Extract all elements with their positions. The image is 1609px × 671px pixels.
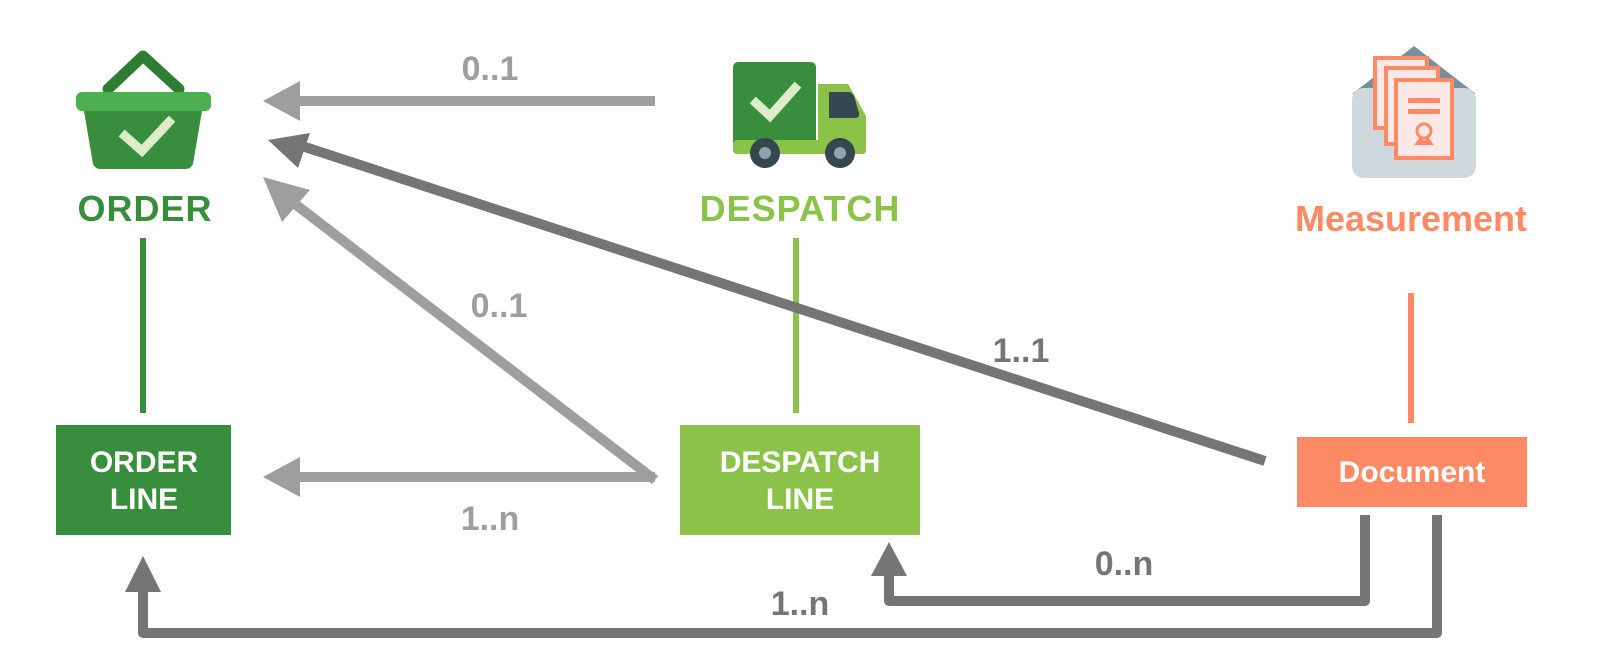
order-title: ORDER — [77, 188, 212, 229]
cardinality-document-to-order-line: 1..n — [771, 585, 830, 623]
certificate-envelope-icon — [1352, 46, 1476, 178]
cardinality-despatch-to-order: 0..1 — [462, 50, 519, 88]
cardinality-document-to-despatch-line: 0..n — [1095, 545, 1154, 583]
order-line-label-line1: ORDER — [90, 446, 199, 479]
despatch-line-to-order-arrow — [263, 177, 659, 484]
measurement-title: Measurement — [1295, 198, 1527, 239]
despatch-line-to-order-line-arrow — [263, 457, 655, 497]
delivery-truck-icon — [733, 62, 866, 168]
despatch-to-order-arrow — [263, 81, 655, 121]
document-box — [1297, 437, 1527, 507]
document-to-despatch-line-arrow — [871, 515, 1370, 606]
despatch-title: DESPATCH — [700, 188, 901, 229]
despatch-line-label-line2: LINE — [766, 483, 834, 516]
cardinality-despatch-line-to-order-line: 1..n — [461, 500, 520, 538]
document-label: Document — [1339, 456, 1486, 489]
document-to-order-line-arrow — [125, 515, 1442, 638]
despatch-line-box — [680, 425, 920, 535]
cardinality-despatch-line-to-order: 0..1 — [471, 287, 528, 325]
order-line-label-line2: LINE — [110, 483, 178, 516]
order-line-box — [56, 425, 231, 535]
cardinality-document-to-order: 1..1 — [993, 332, 1050, 370]
document-to-order-arrow — [268, 133, 1267, 466]
despatch-line-label-line1: DESPATCH — [720, 446, 881, 479]
shopping-basket-icon — [76, 50, 211, 169]
